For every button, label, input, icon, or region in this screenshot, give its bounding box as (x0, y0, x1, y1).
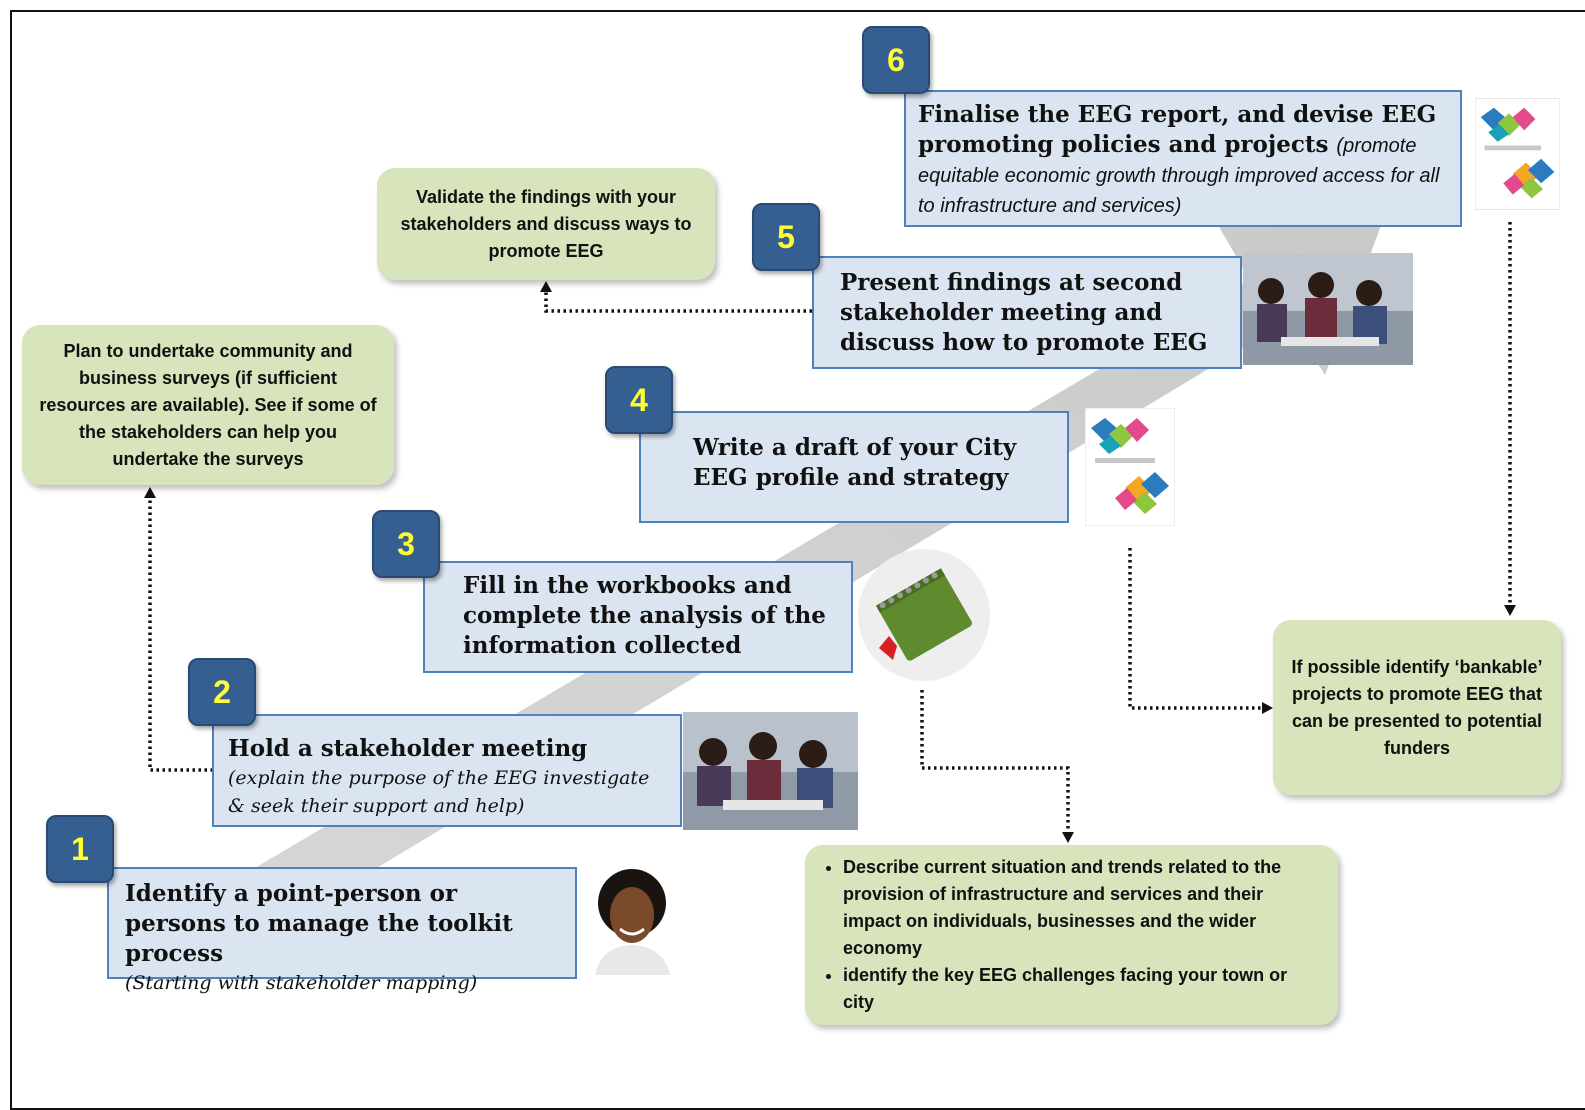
green-notebook-icon (858, 549, 990, 681)
step-4-title: Write a draft of your City EEG profile a… (693, 434, 1017, 491)
step-2-title: Hold a stakeholder meeting (228, 735, 588, 762)
step-5-box: Present findings at second stakeholder m… (812, 256, 1242, 369)
step-3-box: Fill in the workbooks and complete the a… (423, 561, 853, 673)
list-item: Describe current situation and trends re… (843, 854, 1320, 962)
step-3-badge: 3 (372, 510, 440, 578)
step-1-title: Identify a point-person or persons to ma… (125, 880, 513, 967)
step-1-badge: 1 (46, 815, 114, 883)
note-validate-text: Validate the findings with your stakehol… (400, 186, 692, 261)
step-6-detail: (promote equitable economic growth throu… (918, 135, 1440, 217)
step-4-box: Write a draft of your City EEG profile a… (639, 411, 1069, 523)
step-3-title: Fill in the workbooks and complete the a… (463, 572, 826, 659)
step-2-badge: 2 (188, 658, 256, 726)
note-describe-list: Describe current situation and trends re… (817, 854, 1320, 1016)
step-4-badge: 4 (605, 366, 673, 434)
note-surveys-text: Plan to undertake community and business… (39, 340, 377, 469)
woman-portrait-icon (595, 869, 670, 975)
note-validate: Validate the findings with your stakehol… (377, 168, 715, 280)
step-1-box: Identify a point-person or persons to ma… (107, 867, 577, 994)
step-6-badge: 6 (862, 26, 930, 94)
note-bankable: If possible identify ‘bankable’ projects… (1273, 620, 1561, 795)
step-5-title: Present findings at second stakeholder m… (840, 269, 1208, 356)
report-cover-icon (1085, 408, 1175, 526)
report-cover-icon (1475, 98, 1560, 210)
note-surveys: Plan to undertake community and business… (22, 325, 394, 485)
step-6-box: Finalise the EEG report, and devise EEG … (904, 90, 1462, 227)
step-6-title: Finalise the EEG report, and devise EEG … (918, 101, 1437, 158)
step-5-badge: 5 (752, 203, 820, 271)
meeting-photo-icon (1243, 253, 1413, 365)
list-item: identify the key EEG challenges facing y… (843, 962, 1320, 1016)
step-1-detail: (Starting with stakeholder mapping) (125, 972, 478, 994)
note-describe: Describe current situation and trends re… (805, 845, 1338, 1025)
meeting-photo-icon (683, 712, 858, 830)
step-2-detail: (explain the purpose of the EEG investig… (228, 767, 650, 817)
note-bankable-text: If possible identify ‘bankable’ projects… (1291, 656, 1543, 758)
step-2-box: Hold a stakeholder meeting (explain the … (212, 714, 682, 827)
